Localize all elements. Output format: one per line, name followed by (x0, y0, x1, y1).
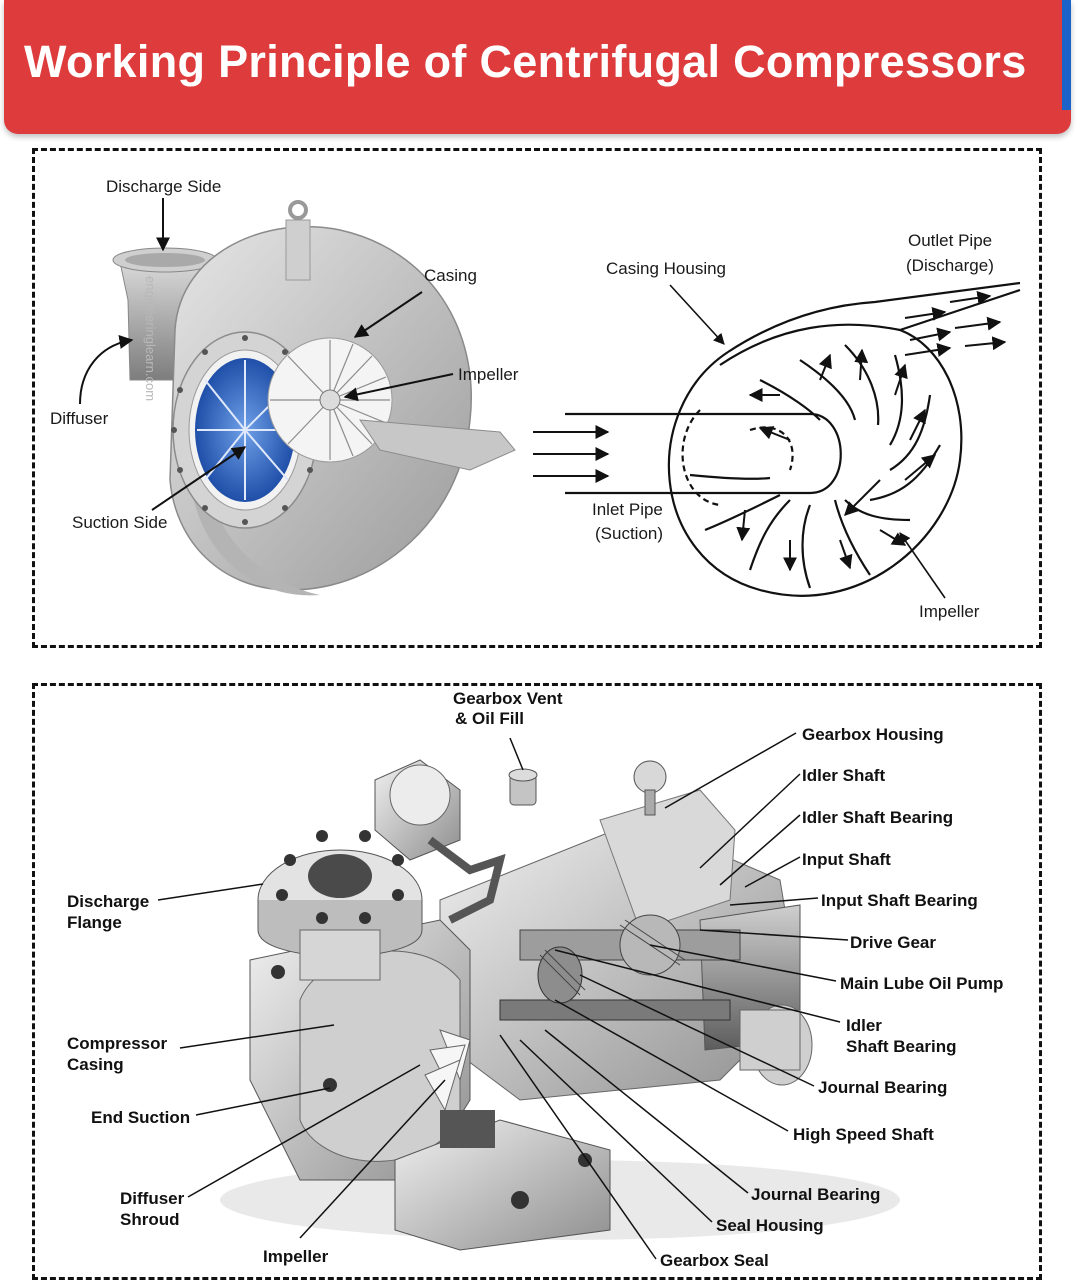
label-input-shaft-bearing: Input Shaft Bearing (821, 891, 978, 910)
label-diffuser: Diffuser (50, 409, 109, 428)
compressor-3d-illustration (112, 200, 516, 596)
label-journal-bearing-2: Journal Bearing (751, 1185, 881, 1204)
label-diffuser-shroud-2: Shroud (120, 1210, 180, 1229)
label-journal-bearing-1: Journal Bearing (818, 1078, 948, 1097)
label-idler-shaft-bearing: Idler Shaft Bearing (802, 808, 954, 827)
label-casing-housing: Casing Housing (606, 259, 727, 278)
label-impeller-3d: Impeller (458, 365, 519, 384)
label-idler: Idler (846, 1016, 882, 1035)
label-impeller-bottom: Impeller (263, 1247, 329, 1266)
label-high-speed-shaft: High Speed Shaft (793, 1125, 934, 1144)
label-gearbox-vent: Gearbox Vent (453, 689, 563, 708)
page-title: Working Principle of Centrifugal Compres… (24, 36, 1027, 87)
label-seal-housing: Seal Housing (716, 1216, 824, 1235)
label-oil-fill: & Oil Fill (455, 709, 524, 728)
label-flange: Flange (67, 913, 122, 932)
title-banner (4, 0, 1071, 134)
label-gearbox-housing: Gearbox Housing (802, 725, 944, 744)
label-discharge: Discharge (67, 892, 150, 911)
label-end-suction: End Suction (91, 1108, 191, 1127)
label-main-lube-oil-pump: Main Lube Oil Pump (840, 974, 1004, 993)
label-suction-side: Suction Side (72, 513, 168, 532)
label-drive-gear: Drive Gear (850, 933, 936, 952)
label-casing: Casing (424, 266, 477, 285)
gearbox-compressor-illustration (220, 759, 900, 1251)
label-idler-shaft: Idler Shaft (802, 766, 886, 785)
label-outlet-discharge: (Discharge) (906, 256, 994, 275)
label-diffuser-shroud-1: Diffuser (120, 1189, 185, 1208)
label-idler-shaft-bearing-2: Shaft Bearing (846, 1037, 957, 1056)
label-outlet-pipe: Outlet Pipe (908, 231, 993, 250)
label-discharge-side: Discharge Side (106, 177, 222, 196)
flow-schematic (565, 281, 1021, 597)
label-impeller-schematic: Impeller (919, 602, 980, 621)
label-inlet-suction: (Suction) (595, 524, 664, 543)
label-inlet-pipe: Inlet Pipe (592, 500, 663, 519)
label-compressor: Compressor (67, 1034, 168, 1053)
banner-accent-edge (1062, 0, 1071, 110)
label-gearbox-seal: Gearbox Seal (660, 1251, 769, 1270)
label-input-shaft: Input Shaft (802, 850, 891, 869)
label-compressor-casing: Casing (67, 1055, 124, 1074)
